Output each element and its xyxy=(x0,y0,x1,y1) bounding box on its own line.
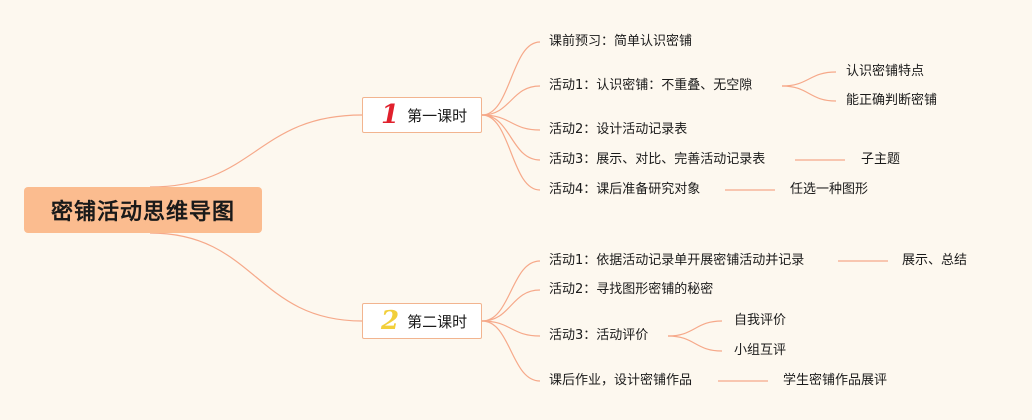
lesson-2-label: 第二课时 xyxy=(407,312,468,331)
link-lesson-2-item-2 xyxy=(481,320,541,337)
lesson-2-subitem-summary[interactable]: 展示、总结 xyxy=(902,253,968,268)
lesson-2-subitem-showcase[interactable]: 学生密铺作品展评 xyxy=(783,373,888,388)
link-lesson-2-item-0 xyxy=(481,260,541,322)
link-lesson-1-item-3 xyxy=(481,114,541,161)
lesson-1-subitem-judge[interactable]: 能正确判断密铺 xyxy=(846,93,938,108)
lesson-2-item-activity-2[interactable]: 活动2：寻找图形密铺的秘密 xyxy=(549,282,714,297)
lesson-1-item-activity-2[interactable]: 活动2：设计活动记录表 xyxy=(549,122,688,137)
link-lesson-1-item-0 xyxy=(481,41,541,116)
lesson-2-item-activity-3[interactable]: 活动3：活动评价 xyxy=(549,328,649,343)
lesson-1-number-icon: 1 xyxy=(381,100,400,130)
lesson-2-topic[interactable]: 2 第二课时 xyxy=(362,303,482,339)
link-l1-a1-child-1 xyxy=(781,85,837,102)
link-l2-a3-child-1 xyxy=(667,335,723,352)
link-l1-a1-child-0 xyxy=(781,71,837,87)
lesson-2-subitem-self-eval[interactable]: 自我评价 xyxy=(734,313,787,328)
lesson-2-subitem-peer-eval[interactable]: 小组互评 xyxy=(734,343,787,358)
lesson-1-item-preview[interactable]: 课前预习：简单认识密铺 xyxy=(549,34,693,49)
link-lesson-1-item-2 xyxy=(481,114,541,131)
link-l2-a3-child-0 xyxy=(667,320,723,337)
lesson-2-item-homework[interactable]: 课后作业，设计密铺作品 xyxy=(549,373,693,388)
root-title: 密铺活动思维导图 xyxy=(50,200,235,225)
lesson-1-subitem-features[interactable]: 认识密铺特点 xyxy=(846,64,925,79)
lesson-1-item-activity-3[interactable]: 活动3：展示、对比、完善活动记录表 xyxy=(549,152,766,167)
link-root-lesson-2 xyxy=(149,232,363,322)
link-root-lesson-1 xyxy=(149,114,363,188)
lesson-1-item-activity-1[interactable]: 活动1：认识密铺：不重叠、无空隙 xyxy=(549,78,753,93)
link-lesson-2-item-1 xyxy=(481,289,541,322)
lesson-2-item-activity-1[interactable]: 活动1：依据活动记录单开展密铺活动并记录 xyxy=(549,253,805,268)
lesson-1-label: 第一课时 xyxy=(407,106,468,125)
lesson-1-subitem-shape[interactable]: 任选一种图形 xyxy=(790,182,869,197)
lesson-1-item-activity-4[interactable]: 活动4：课后准备研究对象 xyxy=(549,182,701,197)
lesson-1-topic[interactable]: 1 第一课时 xyxy=(362,97,482,133)
lesson-2-number-icon: 2 xyxy=(381,306,400,336)
link-lesson-1-item-4 xyxy=(481,114,541,191)
lesson-1-subitem-subtopic[interactable]: 子主题 xyxy=(861,152,901,167)
root-topic[interactable]: 密铺活动思维导图 xyxy=(24,187,262,233)
link-lesson-1-item-1 xyxy=(481,85,541,116)
link-lesson-2-item-3 xyxy=(481,320,541,382)
